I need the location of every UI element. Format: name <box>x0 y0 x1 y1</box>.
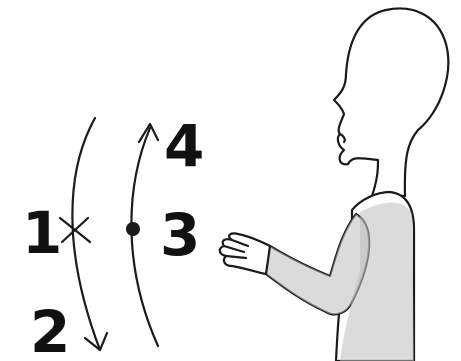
label-3: 3 <box>160 201 200 269</box>
label-2: 2 <box>30 298 70 361</box>
downward-arc-arrow <box>72 118 107 350</box>
person-figure <box>220 8 449 361</box>
label-1: 1 <box>22 199 62 267</box>
label-4: 4 <box>164 112 204 180</box>
cross-mark <box>60 218 90 242</box>
person-hand <box>220 233 270 274</box>
person-head <box>334 8 448 196</box>
dot-marker <box>126 222 140 236</box>
